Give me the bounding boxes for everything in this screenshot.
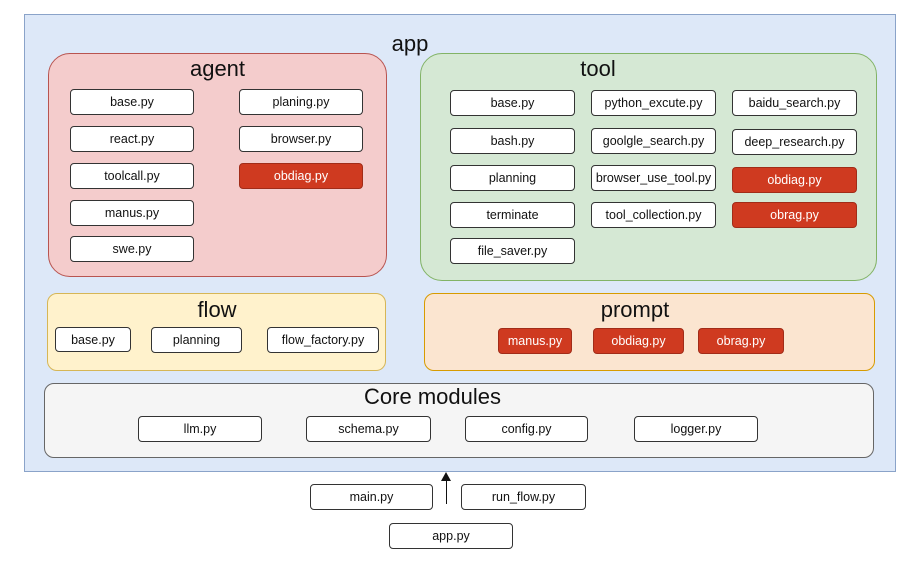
flow-file-flow-factory[interactable]: flow_factory.py — [267, 327, 379, 353]
agent-file-manus[interactable]: manus.py — [70, 200, 194, 226]
tool-file-obrag[interactable]: obrag.py — [732, 202, 857, 228]
core-file-logger[interactable]: logger.py — [634, 416, 758, 442]
tool-file-tool-collection[interactable]: tool_collection.py — [591, 202, 716, 228]
agent-title: agent — [189, 56, 246, 81]
tool-file-obdiag[interactable]: obdiag.py — [732, 167, 857, 193]
tool-file-terminate[interactable]: terminate — [450, 202, 575, 228]
prompt-title: prompt — [600, 297, 670, 322]
agent-file-swe[interactable]: swe.py — [70, 236, 194, 262]
prompt-file-obdiag[interactable]: obdiag.py — [593, 328, 684, 354]
agent-file-browser[interactable]: browser.py — [239, 126, 363, 152]
core-modules-title: Core modules — [364, 384, 501, 409]
prompt-file-obrag[interactable]: obrag.py — [698, 328, 784, 354]
tool-file-base[interactable]: base.py — [450, 90, 575, 116]
entry-arrow-icon — [441, 472, 451, 481]
prompt-file-manus[interactable]: manus.py — [498, 328, 572, 354]
app-title: app — [391, 31, 429, 56]
tool-file-deep-research[interactable]: deep_research.py — [732, 129, 857, 155]
agent-file-planing[interactable]: planing.py — [239, 89, 363, 115]
agent-file-react[interactable]: react.py — [70, 126, 194, 152]
flow-file-planning[interactable]: planning — [151, 327, 242, 353]
tool-file-bash[interactable]: bash.py — [450, 128, 575, 154]
flow-title: flow — [197, 297, 237, 322]
tool-file-planning[interactable]: planning — [450, 165, 575, 191]
entry-arrow-shaft — [446, 480, 448, 504]
core-file-config[interactable]: config.py — [465, 416, 588, 442]
entry-file-app[interactable]: app.py — [389, 523, 513, 549]
core-file-llm[interactable]: llm.py — [138, 416, 262, 442]
entry-file-main[interactable]: main.py — [310, 484, 433, 510]
tool-file-browser-use-tool[interactable]: browser_use_tool.py — [591, 165, 716, 191]
tool-file-goolgle-search[interactable]: goolgle_search.py — [591, 128, 716, 154]
agent-file-toolcall[interactable]: toolcall.py — [70, 163, 194, 189]
tool-file-file-saver[interactable]: file_saver.py — [450, 238, 575, 264]
agent-file-base[interactable]: base.py — [70, 89, 194, 115]
tool-title: tool — [580, 56, 616, 81]
agent-file-obdiag[interactable]: obdiag.py — [239, 163, 363, 189]
tool-file-baidu-search[interactable]: baidu_search.py — [732, 90, 857, 116]
core-file-schema[interactable]: schema.py — [306, 416, 431, 442]
entry-file-run-flow[interactable]: run_flow.py — [461, 484, 586, 510]
tool-file-python-excute[interactable]: python_excute.py — [591, 90, 716, 116]
flow-file-base[interactable]: base.py — [55, 327, 131, 352]
